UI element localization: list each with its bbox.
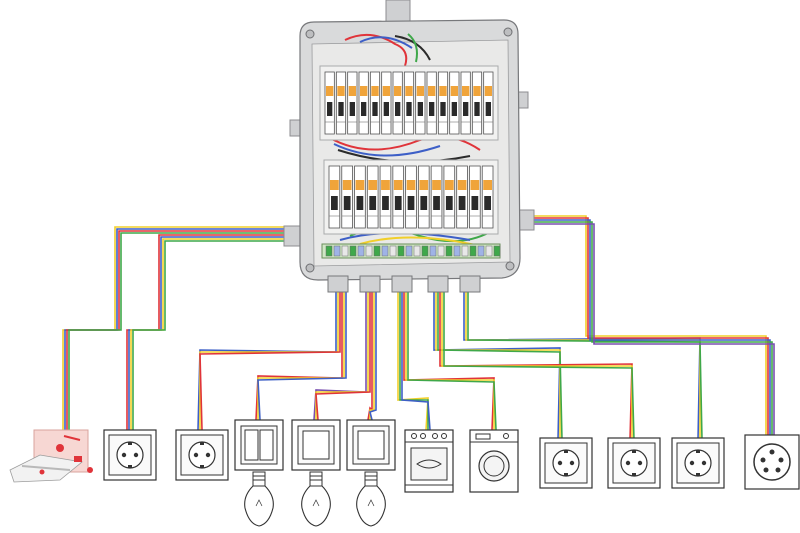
- double-light-switch-icon: [234, 419, 284, 471]
- circuit-breaker: [366, 165, 379, 229]
- screw-icon: [505, 261, 515, 271]
- cable-runs: [62, 215, 775, 441]
- screw-icon: [305, 263, 315, 273]
- circuit-breaker: [449, 71, 460, 135]
- circuit-breaker: [392, 165, 405, 229]
- breaker-row-top: [319, 65, 499, 141]
- light-bulb-icon: [244, 471, 274, 527]
- cable-gland: [359, 275, 381, 293]
- terminal: [381, 245, 389, 257]
- circuit-breaker: [471, 71, 483, 135]
- circuit-breaker: [335, 71, 347, 135]
- circuit-breaker: [430, 165, 443, 229]
- socket-icon: [175, 429, 229, 481]
- washing-machine-icon: [469, 429, 519, 493]
- terminal: [405, 245, 413, 257]
- five-pin-outlet-icon: [744, 434, 800, 490]
- circuit-breaker: [347, 71, 358, 135]
- terminal: [373, 245, 381, 257]
- breaker-row-bottom: [323, 159, 499, 235]
- light-bulb-icon: [301, 471, 331, 527]
- light-switch-icon: [291, 419, 341, 471]
- screw-icon: [305, 29, 315, 39]
- circuit-breaker: [426, 71, 437, 135]
- circuit-breaker: [437, 71, 449, 135]
- circuit-breaker: [443, 165, 456, 229]
- circuit-breaker: [417, 165, 430, 229]
- circuit-breaker: [324, 71, 335, 135]
- circuit-breaker: [328, 165, 341, 229]
- terminal: [413, 245, 421, 257]
- cable-gland: [327, 275, 349, 293]
- circuit-breaker: [460, 71, 471, 135]
- water-heater-icon: [9, 429, 93, 483]
- socket-icon: [539, 437, 593, 489]
- terminal: [477, 245, 485, 257]
- terminal: [341, 245, 349, 257]
- terminal-block: [321, 243, 501, 259]
- circuit-breaker: [456, 165, 468, 229]
- circuit-breaker: [381, 71, 392, 135]
- screw-icon: [503, 27, 513, 37]
- circuit-breaker: [392, 71, 403, 135]
- circuit-breaker: [483, 71, 494, 135]
- terminal: [445, 245, 453, 257]
- socket-icon: [671, 437, 725, 489]
- circuit-breaker: [481, 165, 494, 229]
- terminal: [365, 245, 373, 257]
- light-bulb-icon: [356, 471, 386, 527]
- socket-icon: [607, 437, 661, 489]
- terminal: [325, 245, 333, 257]
- circuit-breaker: [341, 165, 353, 229]
- circuit-breaker: [358, 71, 369, 135]
- cable-gland: [459, 275, 481, 293]
- terminal: [429, 245, 437, 257]
- terminal: [469, 245, 477, 257]
- circuit-breaker: [405, 165, 417, 229]
- cable-gland: [427, 275, 449, 293]
- circuit-breaker: [469, 165, 481, 229]
- terminal: [333, 245, 341, 257]
- terminal: [437, 245, 445, 257]
- terminal: [461, 245, 469, 257]
- socket-icon: [103, 429, 157, 481]
- circuit-breaker: [369, 71, 381, 135]
- cable-glands: [327, 275, 481, 293]
- terminal: [349, 245, 357, 257]
- circuit-breaker: [403, 71, 415, 135]
- terminal: [389, 245, 397, 257]
- cable-gland: [391, 275, 413, 293]
- terminal: [493, 245, 501, 257]
- light-switch-icon: [346, 419, 396, 471]
- terminal: [397, 245, 405, 257]
- terminal: [485, 245, 493, 257]
- circuit-breaker: [379, 165, 392, 229]
- terminal: [421, 245, 429, 257]
- terminal: [453, 245, 461, 257]
- circuit-breaker: [415, 71, 426, 135]
- circuit-breaker: [354, 165, 366, 229]
- electric-stove-icon: [404, 429, 454, 493]
- distribution-box: [283, 0, 535, 293]
- terminal: [357, 245, 365, 257]
